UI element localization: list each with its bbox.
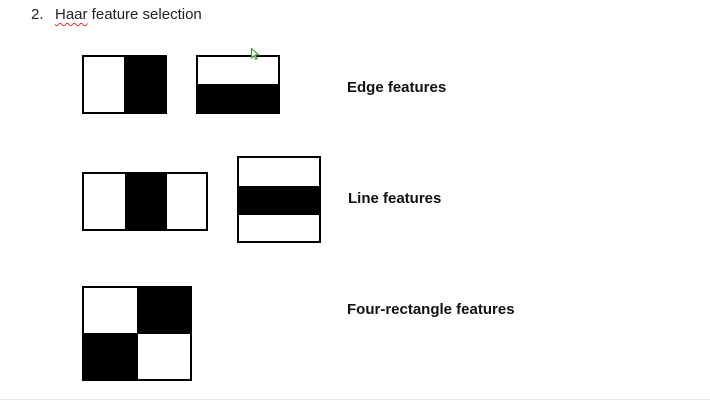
edge-features-label: Edge features bbox=[347, 79, 447, 96]
line-features-label: Line features bbox=[348, 190, 442, 207]
heading-haar-word: Haar bbox=[55, 6, 88, 23]
four-rectangle-feature bbox=[82, 286, 192, 381]
line-feature-vertical-dark-band bbox=[125, 174, 167, 229]
mouse-pointer-icon bbox=[251, 48, 260, 60]
line-feature-vertical bbox=[82, 172, 208, 231]
four-rectangle-features-label: Four-rectangle features bbox=[347, 301, 515, 318]
heading-rest: feature selection bbox=[87, 6, 202, 23]
heading-number: 2. bbox=[31, 6, 44, 23]
line-feature-horizontal-dark-band bbox=[239, 186, 319, 215]
edge-feature-vertical-dark-half bbox=[124, 57, 165, 112]
four-rect-dark-top-right bbox=[137, 288, 190, 334]
line-feature-horizontal bbox=[237, 156, 321, 243]
edge-feature-vertical bbox=[82, 55, 167, 114]
edge-feature-horizontal bbox=[196, 55, 280, 114]
bottom-divider bbox=[0, 399, 710, 400]
four-rect-dark-bottom-left bbox=[84, 333, 138, 379]
section-heading: 2. Haar feature selection bbox=[31, 6, 202, 24]
edge-feature-horizontal-dark-half bbox=[198, 84, 278, 112]
